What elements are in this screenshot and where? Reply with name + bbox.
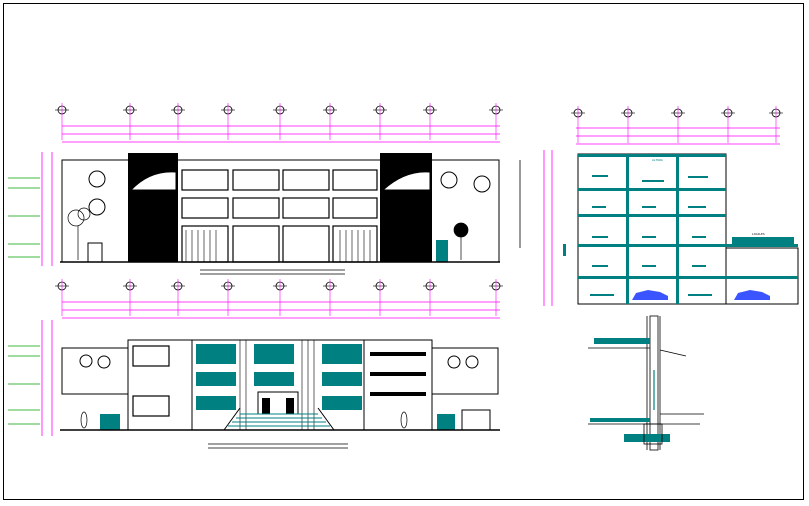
teal-door bbox=[437, 414, 455, 430]
round-window bbox=[88, 198, 106, 216]
rear-elevation bbox=[8, 301, 500, 449]
entry-door bbox=[87, 242, 103, 263]
front-elevation bbox=[8, 125, 500, 275]
teal-door bbox=[436, 240, 448, 262]
round-window bbox=[440, 171, 458, 189]
round-window bbox=[88, 170, 106, 188]
sheet-border bbox=[3, 3, 804, 500]
rear-wing-left bbox=[61, 347, 129, 395]
hatched-column-right bbox=[380, 153, 432, 262]
section-side-label: LOCALES bbox=[752, 232, 765, 236]
tree-icon bbox=[67, 207, 469, 260]
central-stair-facade bbox=[191, 339, 365, 431]
window-grid bbox=[181, 169, 378, 263]
round-window bbox=[473, 175, 491, 193]
hatched-column-left bbox=[128, 153, 178, 262]
grid-axis-bubbles bbox=[55, 103, 783, 316]
section-label: ALTURA bbox=[652, 158, 663, 162]
building-section: ALTURA LOCALES bbox=[519, 127, 799, 306]
front-building-outline bbox=[61, 159, 500, 263]
dimension-lines bbox=[62, 301, 500, 319]
teal-door bbox=[100, 414, 120, 430]
rear-wing-right bbox=[431, 347, 499, 395]
car-icon bbox=[632, 290, 770, 300]
wall-detail bbox=[588, 315, 704, 451]
dimension-lines bbox=[62, 125, 500, 143]
